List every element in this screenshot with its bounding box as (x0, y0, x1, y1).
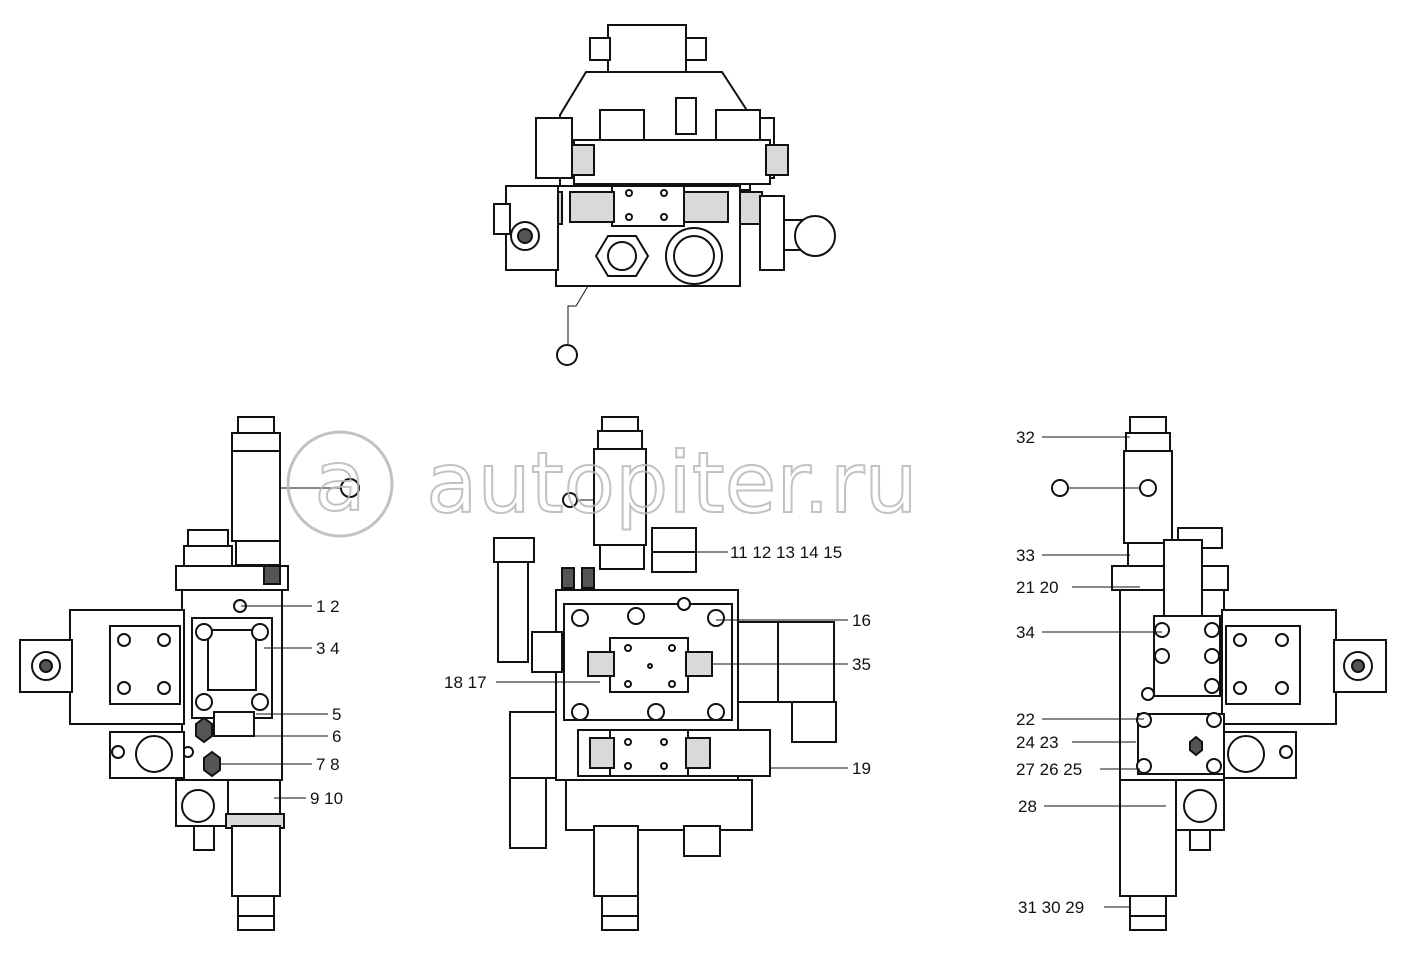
callout-34: 34 (1016, 623, 1035, 642)
center-view (493, 416, 837, 931)
callout-27-26-25: 27 26 25 (1016, 760, 1082, 779)
callout-11-15: 11 12 13 14 15 (730, 543, 842, 562)
callout-7-8: 7 8 (316, 755, 340, 774)
callout-35: 35 (852, 655, 871, 674)
callout-6: 6 (332, 727, 341, 746)
callout-16: 16 (852, 611, 871, 630)
watermark-text: autopiter.ru (426, 434, 918, 532)
callout-9-10: 9 10 (310, 789, 343, 808)
callout-5: 5 (332, 705, 341, 724)
callout-32: 32 (1016, 428, 1035, 447)
callout-28: 28 (1018, 797, 1037, 816)
callout-21-20: 21 20 (1016, 578, 1059, 597)
right-view (1051, 416, 1387, 931)
watermark-logo-icon (286, 430, 394, 538)
callout-1-2: 1 2 (316, 597, 340, 616)
left-view (19, 416, 360, 931)
watermark-logo-glyph: a (314, 432, 365, 530)
callout-19: 19 (852, 759, 871, 778)
top-view (493, 24, 836, 366)
callout-18-17: 18 17 (444, 673, 487, 692)
leader-lines (212, 436, 1166, 908)
watermark: a autopiter.ru (286, 430, 919, 538)
callout-22: 22 (1016, 710, 1035, 729)
callout-31-30-29: 31 30 29 (1018, 898, 1084, 917)
callout-labels: 1 2 3 4 5 6 7 8 9 10 11 12 13 14 15 16 3… (310, 428, 1084, 917)
callout-3-4: 3 4 (316, 639, 340, 658)
callout-24-23: 24 23 (1016, 733, 1059, 752)
callout-33: 33 (1016, 546, 1035, 565)
